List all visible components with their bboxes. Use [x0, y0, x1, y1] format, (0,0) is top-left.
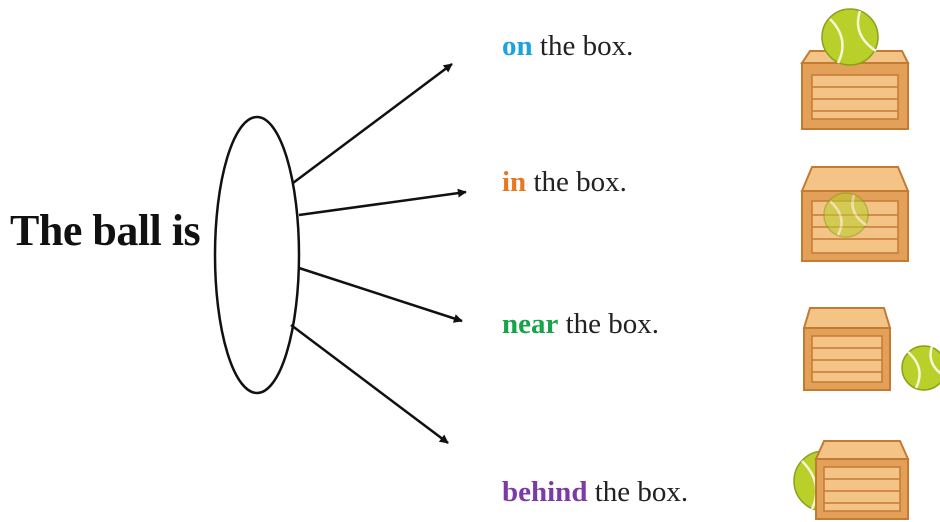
ball-in-box-illustration	[790, 155, 920, 267]
sentence-rest: the box.	[526, 166, 627, 198]
preposition-behind: behind	[502, 476, 587, 508]
arrow-near	[299, 268, 462, 321]
sentence-rest: the box.	[533, 30, 634, 62]
wooden-box	[816, 441, 908, 519]
preposition-in: in	[502, 166, 526, 198]
choice-ellipse	[215, 117, 299, 393]
tennis-ball	[822, 9, 878, 65]
sentence-near: near the box.	[502, 308, 659, 341]
ball-near-box-illustration	[790, 300, 940, 392]
arrow-in	[299, 192, 466, 215]
preposition-near: near	[502, 308, 558, 340]
arrow-on	[293, 64, 452, 183]
tennis-ball	[902, 346, 940, 390]
sentence-rest: the box.	[558, 308, 659, 340]
sentence-rest: the box.	[587, 476, 688, 508]
arrow-behind	[291, 325, 448, 443]
ball-behind-box-illustration	[790, 435, 920, 522]
preposition-on: on	[502, 30, 533, 62]
sentence-behind: behind the box.	[502, 476, 688, 509]
tennis-ball	[824, 193, 868, 237]
subject-label: The ball is	[10, 205, 200, 256]
sentence-on: on the box.	[502, 30, 633, 63]
sentence-in: in the box.	[502, 166, 627, 199]
wooden-box	[804, 308, 890, 390]
ball-on-box-illustration	[790, 5, 920, 133]
